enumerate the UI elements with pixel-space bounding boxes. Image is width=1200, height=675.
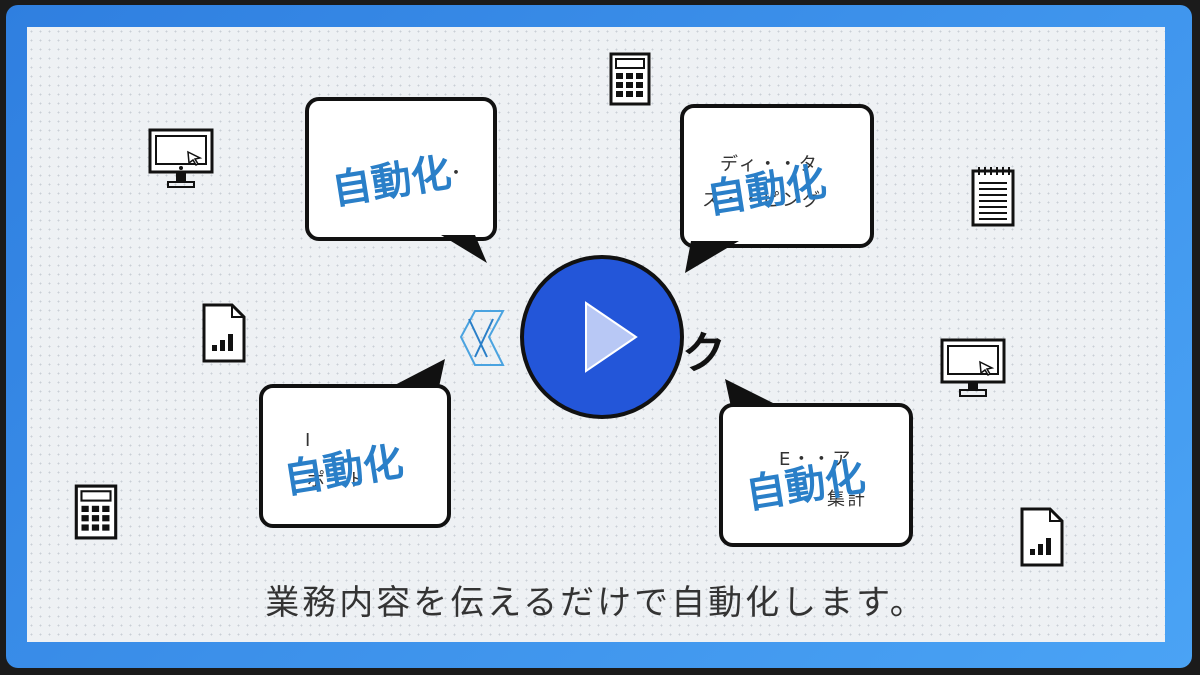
video-caption: 業務内容を伝えるだけで自動化します。 <box>265 583 927 623</box>
bubble-ghost-text: ・・・・・ <box>367 163 467 184</box>
bubble-main-text: 自動化 <box>280 438 407 504</box>
speech-bubble-top-right: ディ・・タ ス・・ピング 自動化 <box>680 104 874 248</box>
monitor-icon <box>148 128 214 188</box>
speech-bubble-bottom-left: Ⅰ ポート 自動化 <box>259 384 451 528</box>
logo-glyph: ク <box>682 328 726 379</box>
bubble-tail <box>685 241 739 273</box>
bubble-tail <box>391 359 445 387</box>
bubble-ghost-text: ディ・・タ <box>720 154 819 175</box>
play-button[interactable] <box>520 255 684 419</box>
bubble-main-text: 自動化 <box>328 149 455 215</box>
monitor-icon <box>940 338 1006 397</box>
speech-bubble-bottom-right: E・・ア 集計 自動化 <box>719 403 913 547</box>
speech-bubble-top-left: ・・・・・ 自動化 <box>305 97 497 241</box>
calculator-icon <box>74 484 118 540</box>
logo-mark-icon <box>459 310 505 366</box>
video-stage[interactable]: ・・・・・ 自動化 ディ・・タ ス・・ピング 自動化 Ⅰ ポート 自動化 E・・… <box>27 27 1165 642</box>
bubble-tail <box>725 379 781 407</box>
calculator-icon <box>609 52 651 106</box>
bubble-ghost-text: Ⅰ <box>305 430 313 451</box>
notepad-icon <box>971 167 1015 227</box>
bubble-ghost-text: ポート <box>307 470 367 491</box>
bubble-ghost-text: ス・・ピング <box>702 190 822 211</box>
bubble-ghost-text: 集計 <box>827 489 867 510</box>
report-file-icon <box>1020 507 1064 567</box>
bubble-tail <box>441 235 487 263</box>
bubble-ghost-text: E・・ア <box>779 449 853 470</box>
play-icon <box>585 301 638 373</box>
report-file-icon <box>202 303 246 363</box>
